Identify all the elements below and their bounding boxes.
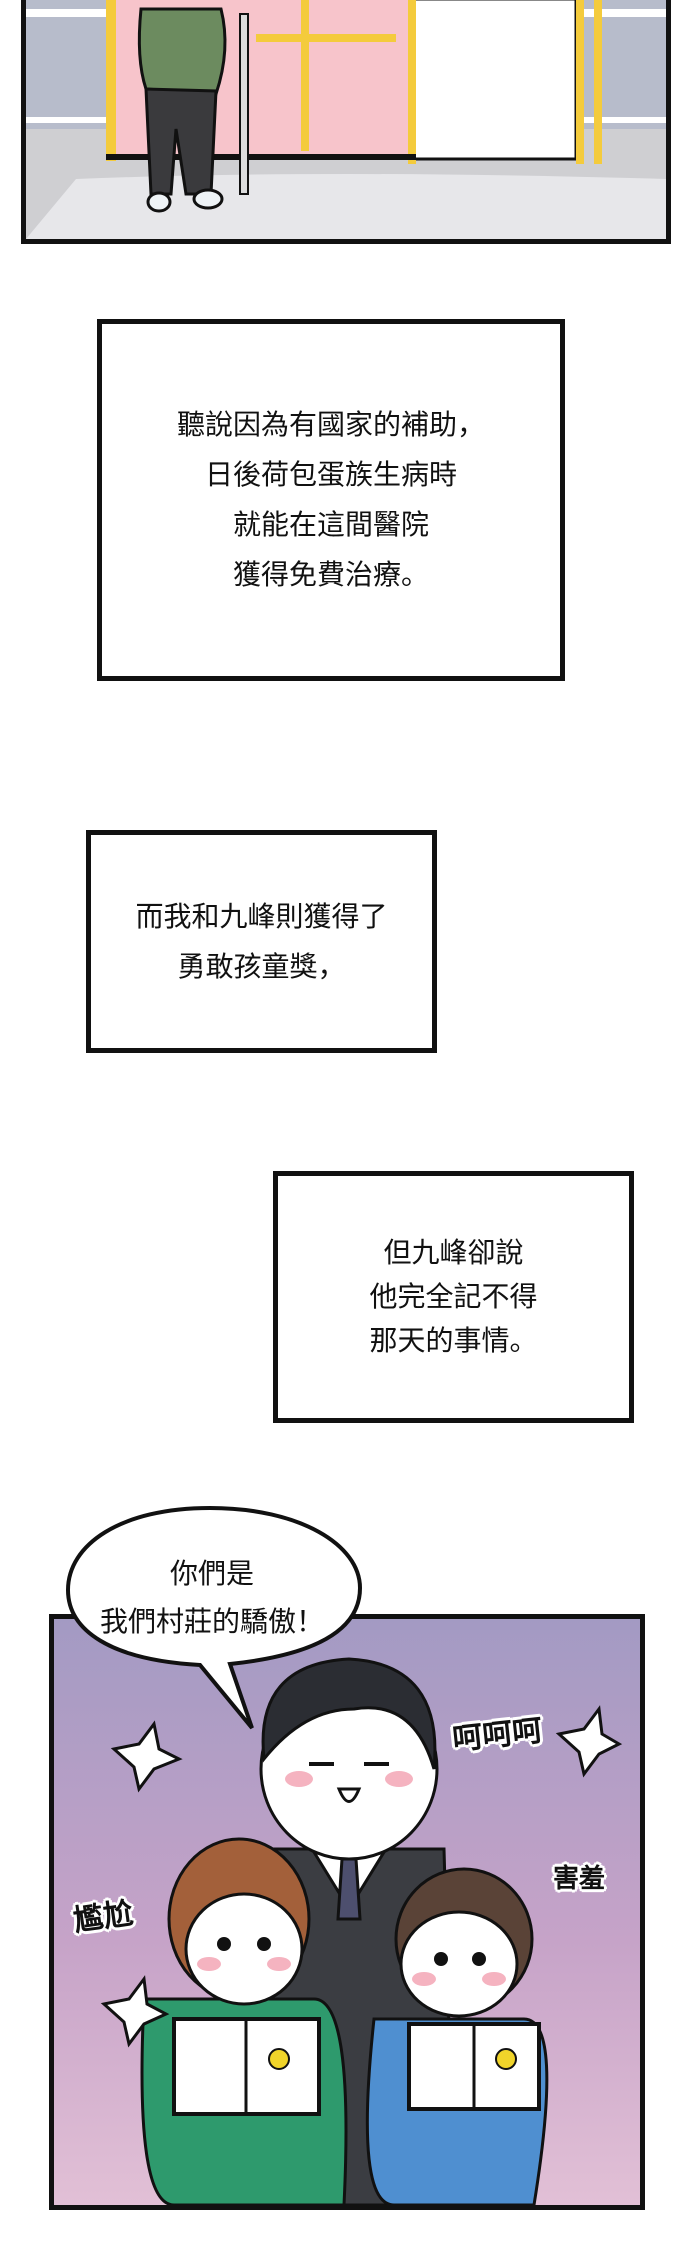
- caption-box-forgot: 但九峰卻說 他完全記不得 那天的事情。: [273, 1171, 634, 1423]
- caption-line: 那天的事情。: [369, 1324, 538, 1357]
- speech-line: 你們是: [169, 1557, 254, 1590]
- speech-bubble: [65, 1505, 363, 1730]
- caption-line: 勇敢孩童獎，: [177, 949, 346, 983]
- caption-line: 獲得免費治療。: [232, 558, 429, 591]
- sparkle-icon: [555, 1705, 623, 1778]
- caption-box-hospital-subsidy: 聽說因為有國家的補助， 日後荷包蛋族生病時 就能在這間醫院 獲得免費治療。: [97, 319, 565, 681]
- sound-effect-laugh: 呵呵呵: [450, 1713, 544, 1758]
- caption-box-bravery-award: 而我和九峰則獲得了 勇敢孩童獎，: [86, 830, 437, 1053]
- caption-line: 聽說因為有國家的補助，: [176, 408, 485, 441]
- sparkle-icon: [100, 1975, 170, 2048]
- caption-line: 就能在這間醫院: [232, 508, 429, 541]
- speech-line: 我們村莊的驕傲！: [99, 1605, 324, 1638]
- award-comic-panel: [49, 1614, 645, 2210]
- sound-effect-awkward: 尷尬: [71, 1895, 136, 1939]
- speech-bubble-text: 你們是 我們村莊的驕傲！: [66, 1550, 358, 1646]
- caption-line: 而我和九峰則獲得了: [135, 899, 388, 933]
- sound-effect-shy: 害羞: [553, 1864, 606, 1894]
- sparkle-icon: [110, 1720, 183, 1793]
- caption-line: 但九峰卻說: [383, 1236, 524, 1269]
- award-ceremony-illustration: [100, 1657, 623, 2205]
- top-comic-panel: [21, 0, 671, 244]
- hospital-entrance-illustration: [26, 0, 666, 239]
- caption-line: 日後荷包蛋族生病時: [204, 458, 457, 491]
- caption-line: 他完全記不得: [369, 1280, 538, 1313]
